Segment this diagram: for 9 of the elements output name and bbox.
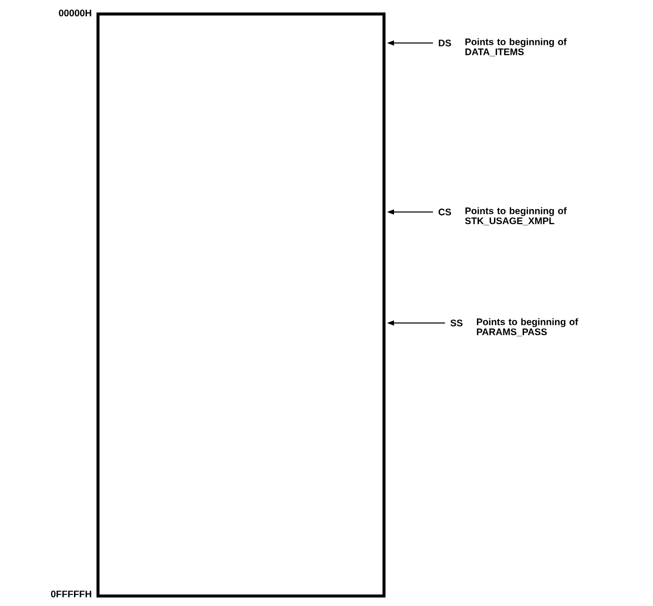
register-label: CS [438,208,452,216]
register-label: SS [450,320,463,326]
memory-block [96,12,386,598]
description: Points to beginning of DATA_ITEMS [465,38,567,56]
description: Points to beginning of STK_USAGE_XMPL [465,207,567,226]
description: Points to beginning of PARAMS_PASS [476,318,578,336]
address-label: 00000H [58,10,92,16]
address-label: 0FFFFFH [51,590,92,598]
register-label: DS [438,40,452,46]
